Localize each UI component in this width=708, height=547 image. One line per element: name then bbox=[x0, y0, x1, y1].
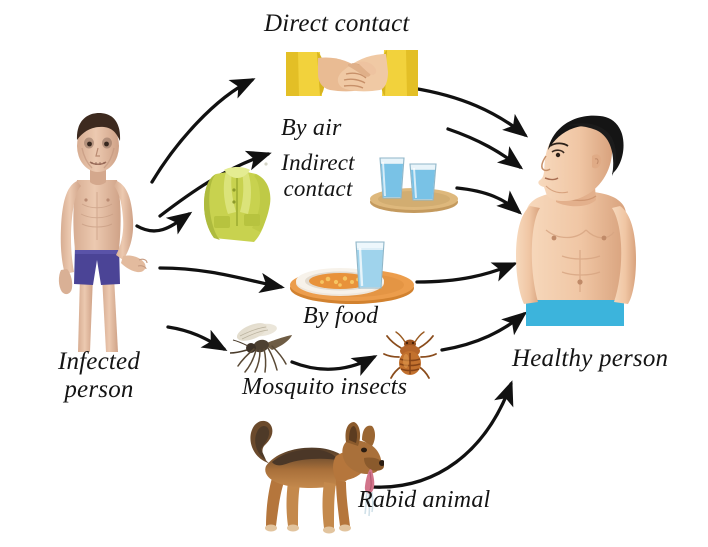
arrow-infected-to-food bbox=[158, 266, 285, 294]
water-glasses-icon bbox=[364, 148, 464, 216]
healthy-person-figure bbox=[500, 104, 648, 326]
label-infected-person: Infected person bbox=[57, 348, 141, 403]
label-direct-contact: Direct contact bbox=[264, 10, 410, 37]
label-healthy-person: Healthy person bbox=[512, 345, 669, 372]
handshake-icon bbox=[286, 44, 418, 104]
infected-person-figure bbox=[44, 108, 148, 356]
clothing-jacket-icon bbox=[196, 156, 278, 248]
label-by-air: By air bbox=[281, 115, 342, 141]
mosquito-icon bbox=[228, 322, 298, 374]
food-plate-icon bbox=[288, 240, 422, 308]
label-rabid-animal: Rabid animal bbox=[358, 487, 491, 513]
bedbug-icon bbox=[382, 330, 438, 380]
arrow-mosquito-to-bedbug bbox=[290, 355, 378, 377]
label-mosquito-insects: Mosquito insects bbox=[242, 374, 408, 400]
label-by-food: By food bbox=[303, 303, 379, 329]
label-indirect-contact: Indirect contact bbox=[281, 150, 355, 201]
rabid-dog-icon bbox=[236, 416, 385, 534]
arrow-infected-to-mosquito bbox=[166, 325, 228, 351]
